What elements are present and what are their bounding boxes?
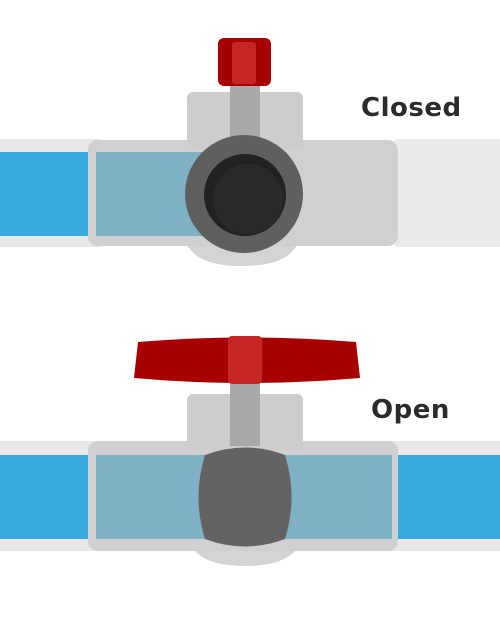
open-valve	[0, 336, 500, 566]
closed-water-left	[0, 152, 100, 236]
open-valve-stem	[230, 384, 260, 446]
closed-ball-bore-shade	[213, 164, 283, 234]
closed-valve	[0, 38, 500, 266]
closed-valve-stem	[230, 84, 260, 144]
closed-pipe-right	[395, 139, 500, 247]
open-ball	[198, 447, 292, 547]
closed-label: Closed	[361, 93, 462, 123]
open-label: Open	[371, 395, 450, 425]
open-handle-highlight	[228, 336, 262, 384]
closed-handle-highlight	[232, 42, 256, 84]
